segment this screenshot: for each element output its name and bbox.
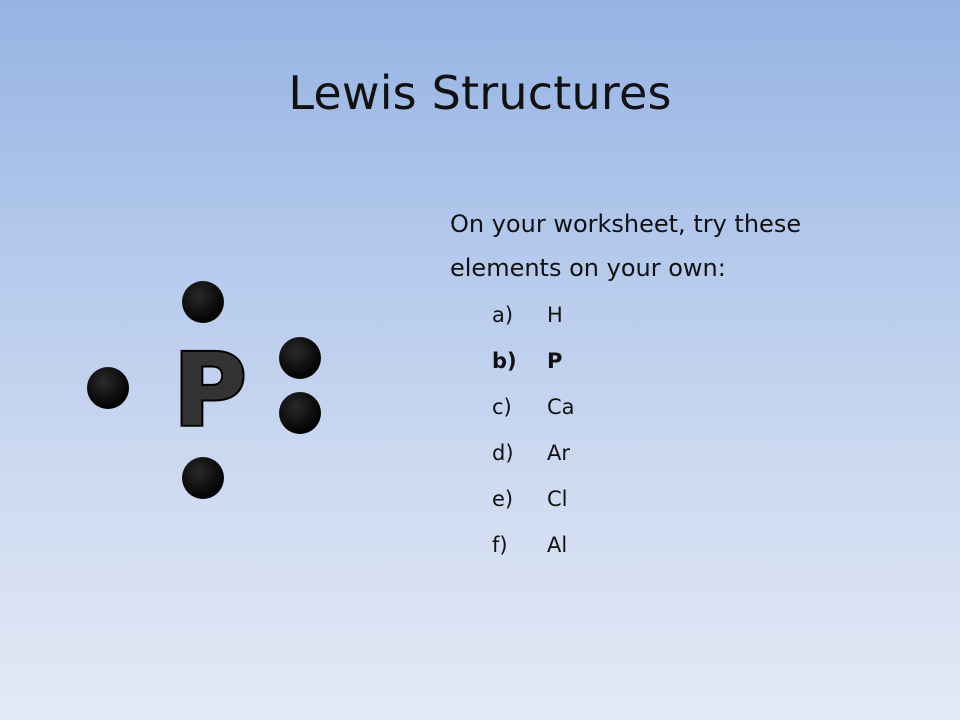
list-item: e) Cl	[492, 476, 575, 522]
list-marker: a)	[492, 303, 514, 327]
element-label: Ca	[547, 395, 575, 419]
valence-electron-dot	[182, 281, 224, 323]
valence-electron-dot	[87, 367, 129, 409]
element-label: Ar	[547, 441, 570, 465]
element-label: H	[547, 303, 563, 327]
element-label: Cl	[547, 487, 568, 511]
element-label: Al	[547, 533, 568, 557]
intro-text: On your worksheet, try these elements on…	[450, 210, 802, 282]
list-marker: d)	[492, 441, 514, 465]
list-item: f) Al	[492, 522, 575, 568]
valence-electron-dot	[182, 457, 224, 499]
list-item: c) Ca	[492, 384, 575, 430]
element-list: a) H b) P c) Ca d) Ar e) Cl f) Al	[492, 292, 575, 568]
list-marker: f)	[492, 533, 508, 557]
valence-electron-dot	[279, 337, 321, 379]
element-symbol: P	[173, 332, 246, 449]
slide-title: Lewis Structures	[288, 66, 672, 120]
element-label: P	[547, 349, 563, 373]
valence-electron-dot	[279, 392, 321, 434]
lewis-dot-diagram: P	[87, 281, 321, 499]
list-marker: e)	[492, 487, 514, 511]
list-item: a) H	[492, 292, 575, 338]
list-item: b) P	[492, 338, 575, 384]
list-marker: b)	[492, 349, 517, 373]
list-marker: c)	[492, 395, 512, 419]
list-item: d) Ar	[492, 430, 575, 476]
